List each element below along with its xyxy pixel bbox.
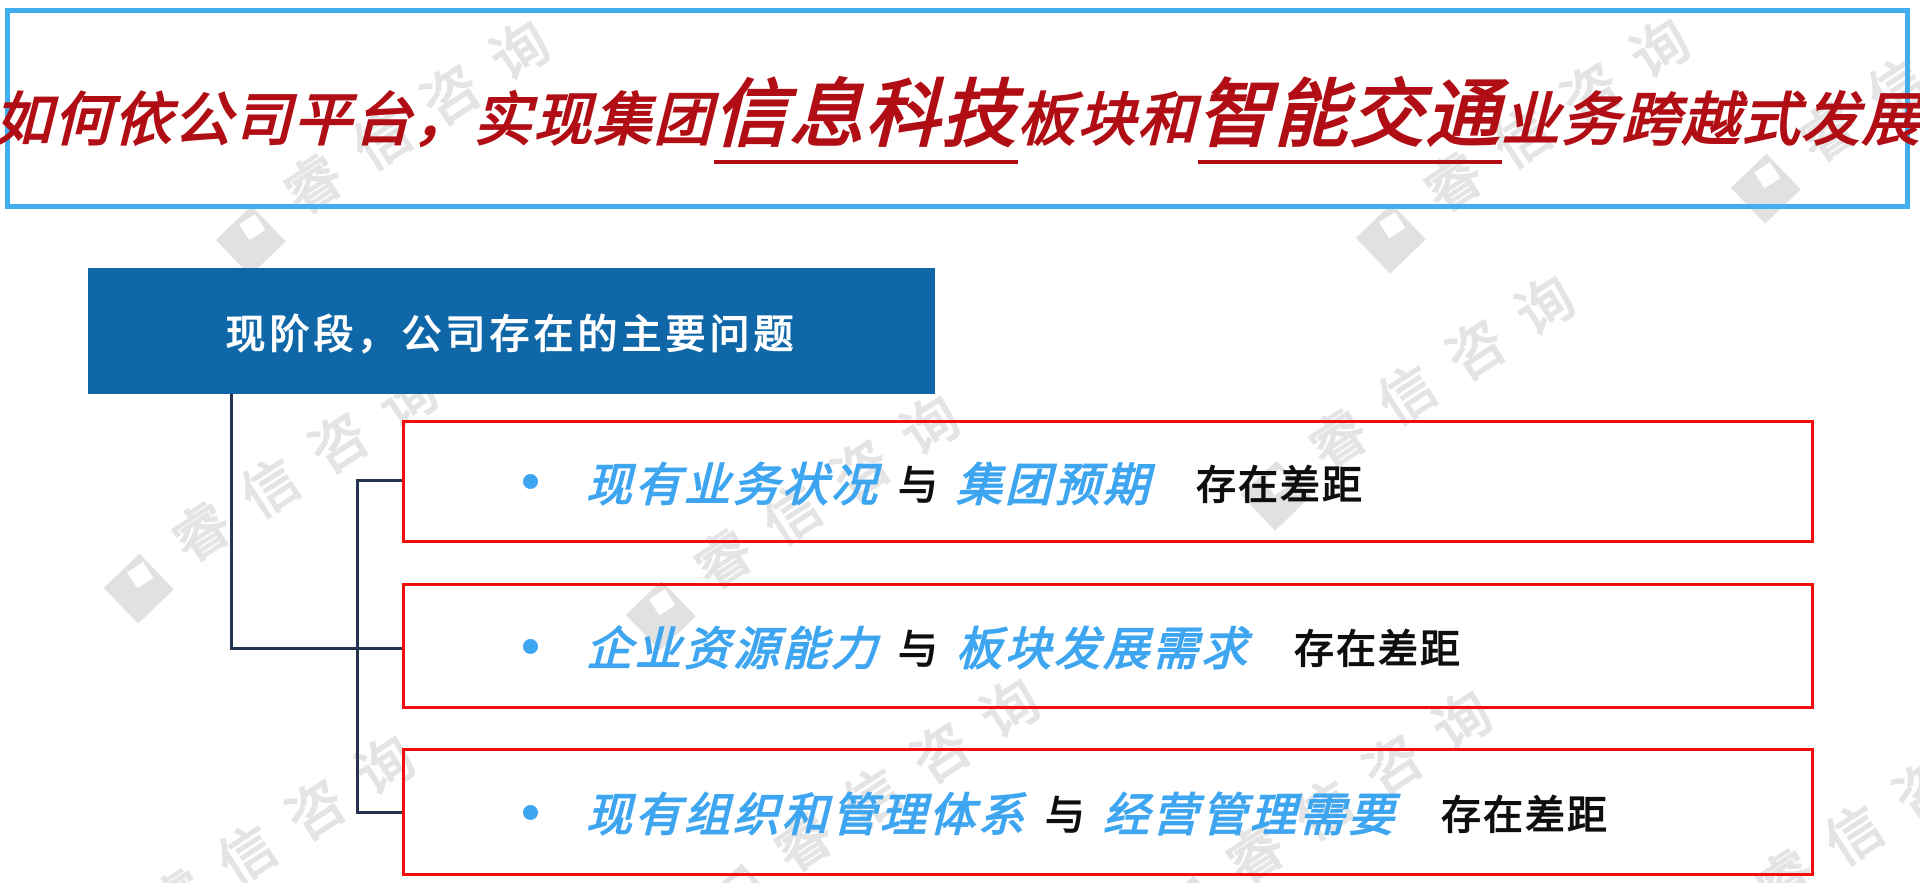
- connector-row3-stub: [356, 811, 402, 814]
- title-part2: 板块和: [1017, 86, 1198, 154]
- problem1-blue-phrase-2: 集团预期: [956, 457, 1152, 512]
- title-emphasis-info-tech: 信息科技: [713, 72, 1018, 164]
- problem1-gap-text: 存在差距: [1196, 462, 1364, 509]
- problem3-blue-phrase-2: 经营管理需要: [1103, 788, 1397, 842]
- problem3-blue-phrase-1: 现有组织和管理体系: [586, 788, 1027, 842]
- title-part1: 如何依公司平台，实现集团: [0, 86, 714, 154]
- bullet-icon: [523, 638, 538, 654]
- title-part3: 业务跨越式发展: [1501, 86, 1920, 154]
- bullet-icon: [523, 804, 538, 820]
- ruixin-logo-icon: [99, 549, 179, 629]
- problem1-connector-word: 与: [898, 462, 938, 509]
- main-issues-header-box: 现阶段，公司存在的主要问题: [88, 268, 935, 394]
- connector-row1-to-row3-vertical: [356, 479, 359, 814]
- problem3-connector-word: 与: [1045, 793, 1085, 839]
- problem2-blue-phrase-1: 企业资源能力: [586, 622, 880, 676]
- bullet-icon: [523, 474, 538, 489]
- problem1-blue-phrase-1: 现有业务状况: [586, 457, 880, 512]
- problem-row-resources-vs-sector-needs: 企业资源能力 与 板块发展需求 存在差距: [402, 583, 1814, 709]
- connector-header-to-row2-vertical: [230, 394, 233, 650]
- problem3-gap-text: 存在差距: [1441, 793, 1609, 839]
- problem2-connector-word: 与: [898, 627, 938, 673]
- problem2-blue-phrase-2: 板块发展需求: [956, 622, 1250, 676]
- slide-title: 如何依公司平台，实现集团信息科技板块和智能交通业务跨越式发展: [0, 55, 1920, 164]
- watermark: 睿信咨询: [57, 694, 453, 883]
- connector-header-to-row2-horizontal: [230, 647, 402, 650]
- connector-row1-stub: [356, 479, 402, 482]
- title-emphasis-smart-transport: 智能交通: [1197, 72, 1502, 164]
- ruixin-logo-icon: [1351, 199, 1431, 279]
- problem-row-business-vs-group-expectation: 现有业务状况 与 集团预期 存在差距: [402, 420, 1814, 543]
- problem2-gap-text: 存在差距: [1294, 627, 1462, 673]
- problem-row-organization-vs-management-needs: 现有组织和管理体系 与 经营管理需要 存在差距: [402, 748, 1814, 876]
- main-issues-header-label: 现阶段，公司存在的主要问题: [225, 312, 798, 358]
- title-banner: 如何依公司平台，实现集团信息科技板块和智能交通业务跨越式发展: [0, 8, 1920, 209]
